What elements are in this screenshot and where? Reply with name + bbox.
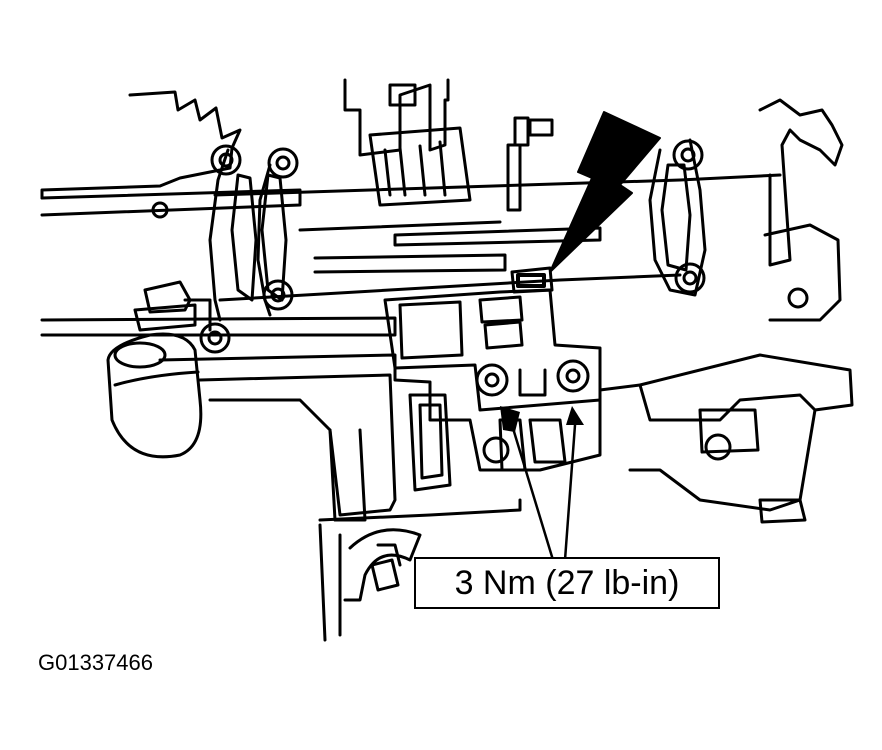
lock-cylinder-face xyxy=(113,341,167,369)
right-lower-block xyxy=(698,408,760,454)
switch-sensor xyxy=(510,266,554,294)
top-centre-slot xyxy=(388,83,417,107)
switch-bracket xyxy=(383,288,602,412)
top-centre-housing xyxy=(343,78,450,157)
bolt-icon xyxy=(475,359,590,397)
switch-sensor-window xyxy=(516,273,546,288)
torque-callout: 3 Nm (27 lb-in) xyxy=(414,557,720,609)
right-bracket xyxy=(648,138,707,297)
torque-callout-text: 3 Nm (27 lb-in) xyxy=(454,563,680,602)
lower-housing xyxy=(158,353,854,512)
top-connector-leg xyxy=(506,143,522,212)
pointer-arrow-icon xyxy=(549,111,661,273)
upper-housing-outline xyxy=(40,90,242,200)
switch-body xyxy=(368,126,472,207)
lock-cylinder xyxy=(106,332,203,459)
right-lower-hole xyxy=(704,433,732,461)
left-clip-arm xyxy=(183,298,212,332)
switch-ribs xyxy=(383,140,447,197)
right-lower-lever xyxy=(638,383,817,422)
column-tube-inner xyxy=(298,220,602,247)
left-clamp-strap xyxy=(230,173,258,302)
left-column-shaft-top xyxy=(40,188,302,217)
column-tube-bottom xyxy=(218,273,682,302)
bottom-bracket xyxy=(318,498,522,642)
top-connector xyxy=(513,116,554,147)
column-tube-lower-band xyxy=(313,253,507,274)
left-clip xyxy=(133,280,197,332)
right-lower-foot xyxy=(758,498,807,524)
right-bracket-strap xyxy=(660,163,692,272)
figure-id: G01337466 xyxy=(38,650,153,675)
column-tube-top xyxy=(213,173,782,197)
bolt-icon xyxy=(199,139,706,354)
lower-housing-left xyxy=(198,373,397,517)
lower-bracket-arm xyxy=(528,418,567,464)
right-housing xyxy=(758,98,844,267)
lower-housing-pocket xyxy=(408,393,452,492)
bottom-clip xyxy=(370,543,402,592)
right-end-flange xyxy=(763,223,842,322)
pointer-arrow-icon xyxy=(500,406,584,562)
mounting-hole xyxy=(151,201,169,219)
right-end-hole xyxy=(787,287,809,309)
bracket-notch xyxy=(518,368,547,397)
lower-socket-hole xyxy=(482,436,510,464)
bottom-bracket-curve xyxy=(343,528,422,602)
switch-bracket-window xyxy=(398,300,464,360)
switch-connector xyxy=(478,295,524,350)
lock-cylinder-band xyxy=(113,370,200,387)
